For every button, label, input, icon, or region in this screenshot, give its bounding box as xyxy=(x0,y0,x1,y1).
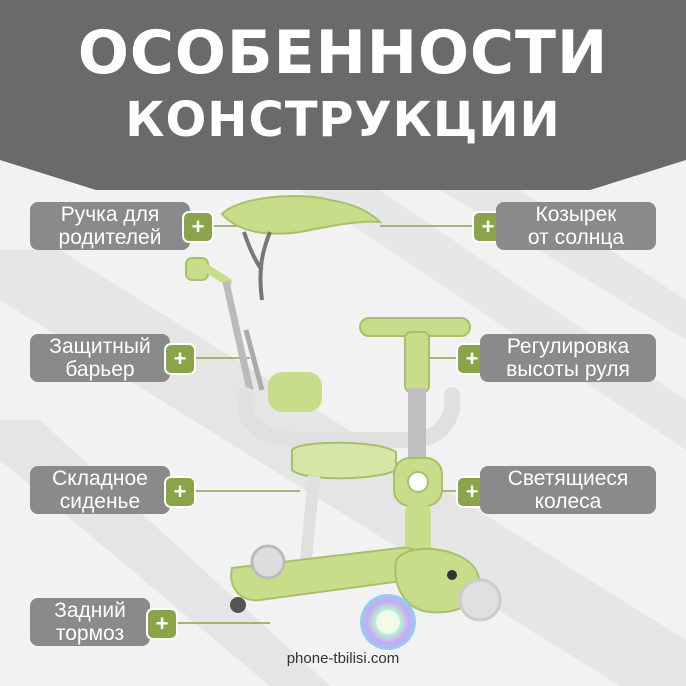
header: ОСОБЕННОСТИ КОНСТРУКЦИИ xyxy=(0,0,686,190)
title-line-2: КОНСТРУКЦИИ xyxy=(125,92,561,148)
plus-icon[interactable]: + xyxy=(164,343,196,375)
header-band xyxy=(0,0,686,190)
footer-site: phone-tbilisi.com xyxy=(286,650,400,667)
plus-icon[interactable]: + xyxy=(164,476,196,508)
title-line-1: ОСОБЕННОСТИ xyxy=(77,18,609,88)
plus-icon[interactable]: + xyxy=(146,608,178,640)
plus-icon[interactable]: + xyxy=(182,211,214,243)
